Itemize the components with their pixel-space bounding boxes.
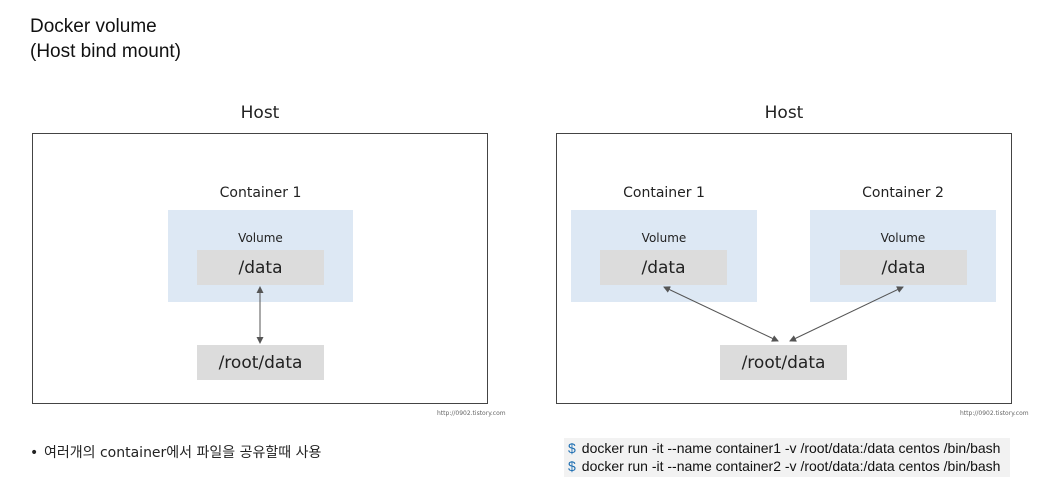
command-block: $ docker run -it --name container1 -v /ro… <box>564 438 1011 477</box>
right-container1-label: Container 1 <box>623 185 705 201</box>
slide-title-line2: (Host bind mount) <box>30 41 182 62</box>
command-text-1: docker run -it --name container1 -v /roo… <box>581 440 1001 456</box>
command-line: $ docker run -it --name container1 -v /ro… <box>568 439 1000 457</box>
right-host-path: /root/data <box>720 345 847 380</box>
right-container1-arrow <box>663 286 779 342</box>
right-container1-mount-path: /data <box>600 250 727 285</box>
bullet-text: 여러개의 container에서 파일을 공유할때 사용 <box>44 445 322 461</box>
command-line: $ docker run -it --name container2 -v /ro… <box>568 457 1000 475</box>
bullet-note: • 여러개의 container에서 파일을 공유할때 사용 <box>30 442 321 462</box>
right-container2-mount-path: /data <box>840 250 967 285</box>
right-host-label: Host <box>764 103 804 123</box>
bullet-symbol: • <box>30 445 39 461</box>
right-container1-volume-label: Volume <box>641 231 687 245</box>
left-watermark: http://0902.tistory.com <box>437 410 506 417</box>
slide-title: Docker volume (Host bind mount) <box>30 14 181 64</box>
left-mount-path: /data <box>197 250 324 285</box>
command-prompt: $ <box>568 458 576 474</box>
right-container2-arrow <box>789 286 904 342</box>
left-host-path: /root/data <box>197 345 324 380</box>
command-text-2: docker run -it --name container2 -v /roo… <box>581 458 1001 474</box>
command-prompt: $ <box>568 440 576 456</box>
slide-title-line1: Docker volume <box>30 16 157 37</box>
left-host-label: Host <box>240 103 280 123</box>
left-container-label: Container 1 <box>219 185 302 201</box>
right-container2-label: Container 2 <box>862 185 944 201</box>
left-volume-label: Volume <box>238 231 283 245</box>
right-watermark: http://0902.tistory.com <box>960 410 1029 417</box>
right-container2-volume-label: Volume <box>880 231 926 245</box>
